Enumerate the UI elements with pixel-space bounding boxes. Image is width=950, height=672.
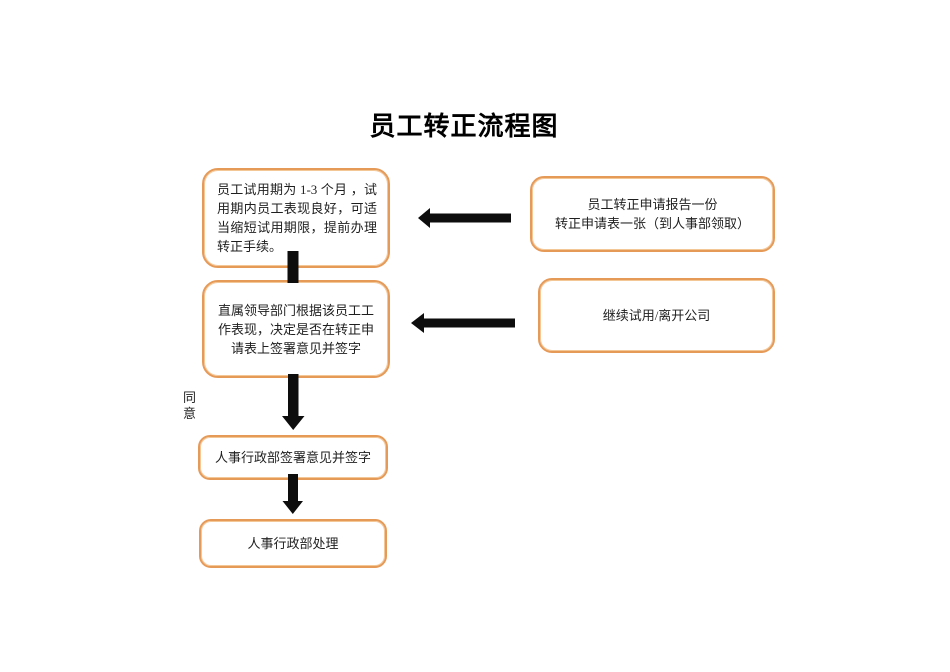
down-arrow-icon [282,374,305,430]
left-arrow-icon [411,313,515,333]
node-text-line-2: 转正申请表一张（到人事部领取） [554,216,750,231]
left-arrow-icon [418,208,511,228]
flow-node-continue-or-leave: 继续试用/离开公司 [538,278,775,353]
flow-node-hr-admin-process: 人事行政部处理 [199,519,387,568]
node-text: 人事行政部处理 [247,536,339,551]
node-text: 继续试用/离开公司 [602,308,711,323]
page-title: 员工转正流程图 [369,112,559,141]
node-text: 直属领导部门根据该员工工作表现，决定是否在转正申请表上签署意见并签字 [217,302,374,356]
edge-label-agree: 同意 [182,390,196,421]
flow-node-supervisor-review: 直属领导部门根据该员工工作表现，决定是否在转正申请表上签署意见并签字 [202,280,390,378]
node-text: 人事行政部签署意见并签字 [214,450,371,465]
flow-node-probation-period-note: 员工试用期为 1-3 个月 ，试用期内员工表现良好，可适当缩短试用期限，提前办理… [202,168,390,268]
flow-node-application-materials: 员工转正申请报告一份 转正申请表一张（到人事部领取） [530,176,775,252]
flow-node-hr-admin-sign: 人事行政部签署意见并签字 [198,435,388,480]
node-text-line-1: 员工转正申请报告一份 [587,197,718,212]
down-arrow-icon [282,474,303,514]
node-text: 员工试用期为 1-3 个月 ，试用期内员工表现良好，可适当缩短试用期限，提前办理… [217,182,377,254]
node-text: 员工转正申请报告一份 转正申请表一张（到人事部领取） [540,195,765,233]
